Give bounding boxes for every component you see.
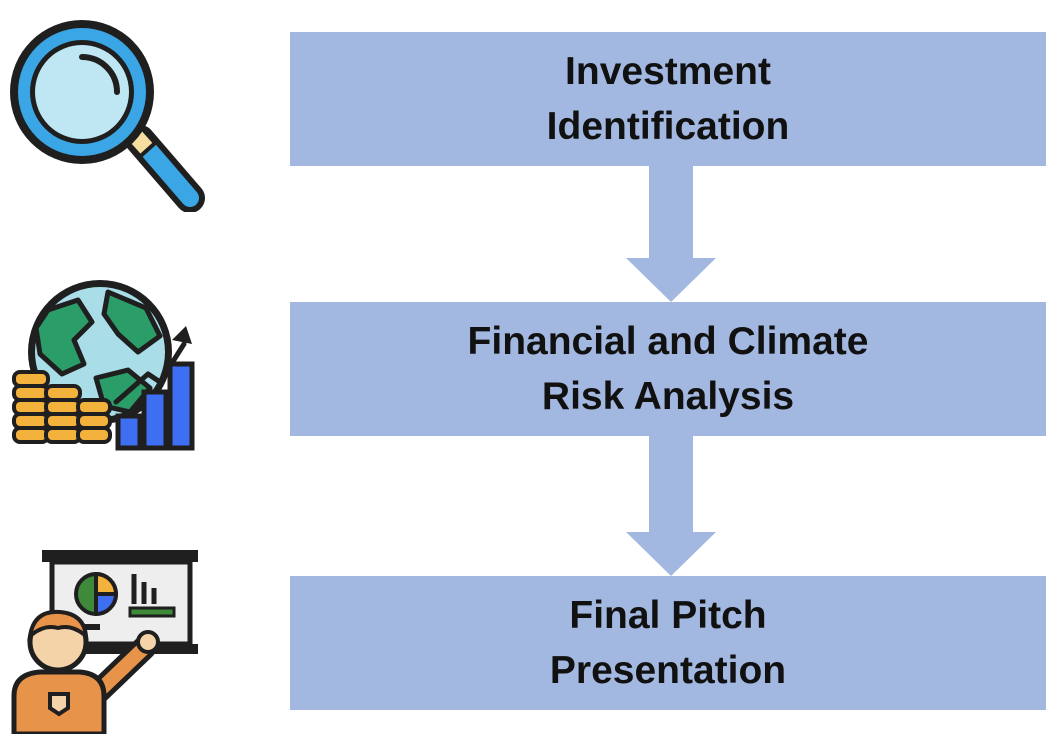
down-arrow-icon <box>626 436 716 576</box>
step-investment-identification: Investment Identification <box>290 32 1046 166</box>
globe-finance-growth-icon <box>12 280 195 451</box>
step-financial-climate-risk-analysis: Financial and Climate Risk Analysis <box>290 302 1046 436</box>
down-arrow-icon <box>626 166 716 302</box>
step-label: Investment Identification <box>546 50 790 148</box>
magnifying-glass-icon <box>10 20 205 212</box>
step-final-pitch-presentation: Final Pitch Presentation <box>290 576 1046 710</box>
step-label: Final Pitch Presentation <box>549 594 787 692</box>
presenter-whiteboard-icon <box>11 550 198 734</box>
step-label: Financial and Climate Risk Analysis <box>467 320 869 418</box>
